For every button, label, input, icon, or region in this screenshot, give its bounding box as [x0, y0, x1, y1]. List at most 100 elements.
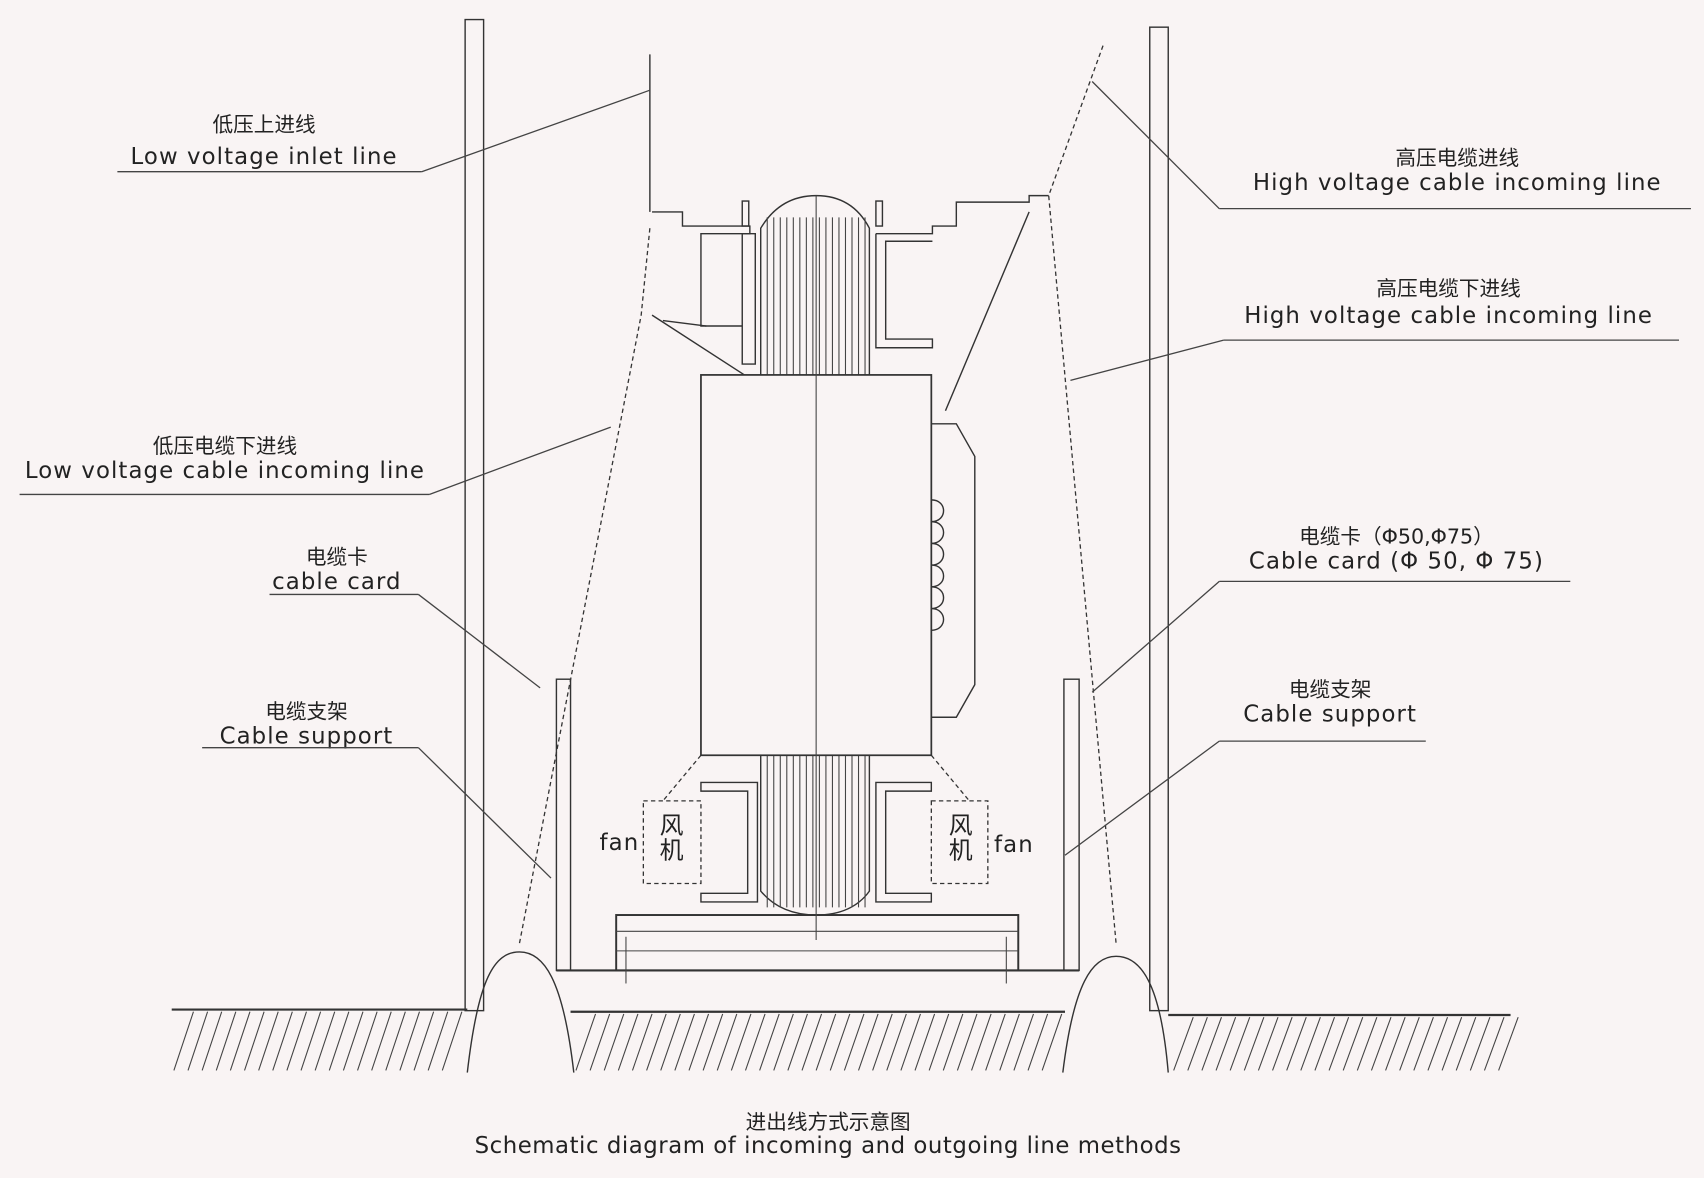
svg-text:电缆支架: 电缆支架	[1289, 678, 1372, 702]
label-hv-cable-bottom-incoming: 高压电缆下进线 High voltage cable incoming line	[1070, 277, 1679, 381]
hatch-line	[886, 1013, 907, 1071]
hatch-line	[1300, 1016, 1321, 1071]
hatch-line	[759, 1013, 780, 1071]
ground-hatching	[171, 1008, 1519, 1071]
hatch-line	[385, 1011, 406, 1071]
label-cable-card-left: 电缆卡 cable card	[269, 545, 541, 689]
hatch-line	[1469, 1016, 1491, 1071]
hatch-line	[716, 1013, 738, 1071]
svg-text:低压上进线: 低压上进线	[213, 112, 316, 136]
hatch-line	[928, 1013, 950, 1071]
hatch-line	[829, 1013, 851, 1071]
hatch-line	[258, 1011, 279, 1071]
svg-text:低压电缆下进线: 低压电缆下进线	[153, 434, 297, 458]
label-hv-cable-incoming: 高压电缆进线 High voltage cable incoming line	[1091, 81, 1691, 210]
hatch-line	[1356, 1016, 1378, 1071]
hatch-line	[575, 1013, 597, 1071]
transformer	[651, 194, 1049, 941]
lv-cable-route	[518, 228, 651, 944]
hatch-line	[914, 1013, 936, 1071]
hatch-line	[187, 1011, 209, 1071]
hatch-line	[229, 1011, 251, 1071]
hatch-line	[744, 1013, 766, 1071]
label-lv-inlet: 低压上进线 Low voltage inlet line	[117, 89, 651, 173]
hatch-line	[702, 1013, 724, 1071]
svg-text:Cable card (Φ 50, Φ 75): Cable card (Φ 50, Φ 75)	[1249, 548, 1544, 574]
svg-text:Low voltage inlet line: Low voltage inlet line	[131, 144, 398, 170]
hatch-line	[999, 1013, 1020, 1071]
hatch-line	[173, 1011, 194, 1071]
right-cable-trench	[1062, 955, 1169, 1073]
hatch-line	[730, 1013, 752, 1071]
hatch-line	[314, 1011, 336, 1071]
hatch-line	[872, 1013, 893, 1071]
caption-en: Schematic diagram of incoming and outgoi…	[475, 1133, 1182, 1159]
label-lv-cable-bottom-incoming: 低压电缆下进线 Low voltage cable incoming line	[19, 426, 611, 496]
hatch-line	[1455, 1016, 1477, 1071]
hatch-line	[801, 1013, 823, 1071]
hatch-line	[399, 1011, 421, 1071]
hatch-line	[1201, 1016, 1222, 1071]
right-fan-zh-1: 风	[949, 812, 973, 840]
hatch-line	[1314, 1016, 1336, 1071]
hatch-line	[1229, 1016, 1251, 1071]
hatch-line	[942, 1013, 964, 1071]
hatch-line	[272, 1011, 293, 1071]
hatch-line	[1413, 1016, 1434, 1071]
hatch-line	[1441, 1016, 1463, 1071]
left-fan-zh-1: 风	[660, 812, 684, 840]
hatch-line	[413, 1011, 435, 1071]
hatch-line	[674, 1013, 695, 1071]
hatch-line	[858, 1013, 879, 1071]
hatch-line	[244, 1011, 265, 1071]
hatch-line	[631, 1013, 653, 1071]
hatch-line	[342, 1011, 364, 1071]
hatch-line	[201, 1011, 223, 1071]
svg-text:Cable support: Cable support	[1243, 702, 1417, 728]
right-fan-en: fan	[994, 832, 1034, 858]
hatch-line	[787, 1013, 808, 1071]
hatch-line	[1027, 1013, 1049, 1071]
svg-text:电缆卡（Φ50,Φ75）: 电缆卡（Φ50,Φ75）	[1299, 524, 1494, 548]
hatch-line	[660, 1013, 681, 1071]
right-fan	[930, 800, 989, 885]
hatch-line	[1187, 1016, 1208, 1071]
caption-zh: 进出线方式示意图	[746, 1110, 911, 1134]
hatch-line	[1483, 1016, 1505, 1071]
hatch-line	[286, 1011, 307, 1071]
hatch-line	[215, 1011, 237, 1071]
left-wall-pillar	[464, 18, 485, 1012]
hatch-line	[1328, 1016, 1350, 1071]
hatch-line	[815, 1013, 837, 1071]
svg-text:High voltage cable incoming li: High voltage cable incoming line	[1253, 170, 1662, 196]
hatch-line	[1286, 1016, 1307, 1071]
hatch-line	[1272, 1016, 1293, 1071]
hatch-line	[773, 1013, 794, 1071]
svg-text:电缆卡: 电缆卡	[306, 545, 368, 569]
right-fan-zh-2: 机	[949, 837, 973, 865]
hatch-line	[328, 1011, 350, 1071]
hatch-line	[441, 1011, 463, 1071]
hatch-line	[1427, 1016, 1449, 1071]
svg-text:高压电缆进线: 高压电缆进线	[1395, 146, 1519, 170]
hatch-line	[300, 1011, 322, 1071]
hatch-line	[603, 1013, 625, 1071]
hatch-line	[1342, 1016, 1364, 1071]
hatch-line	[646, 1013, 667, 1071]
hatch-line	[1243, 1016, 1265, 1071]
hatch-line	[1498, 1016, 1519, 1071]
svg-text:High voltage cable incoming li: High voltage cable incoming line	[1244, 303, 1653, 329]
label-cable-support-left: 电缆支架 Cable support	[202, 699, 552, 879]
hatch-line	[1399, 1016, 1420, 1071]
hatch-line	[1385, 1016, 1406, 1071]
svg-text:cable card: cable card	[272, 569, 401, 595]
label-cable-card-right: 电缆卡（Φ50,Φ75） Cable card (Φ 50, Φ 75)	[1091, 524, 1571, 693]
hatch-line	[688, 1013, 710, 1071]
hatch-line	[589, 1013, 611, 1071]
svg-text:Cable support: Cable support	[220, 723, 394, 749]
hatch-line	[1215, 1016, 1237, 1071]
left-fan-zh-2: 机	[660, 837, 684, 865]
hatch-line	[1370, 1016, 1392, 1071]
svg-text:电缆支架: 电缆支架	[265, 699, 348, 723]
